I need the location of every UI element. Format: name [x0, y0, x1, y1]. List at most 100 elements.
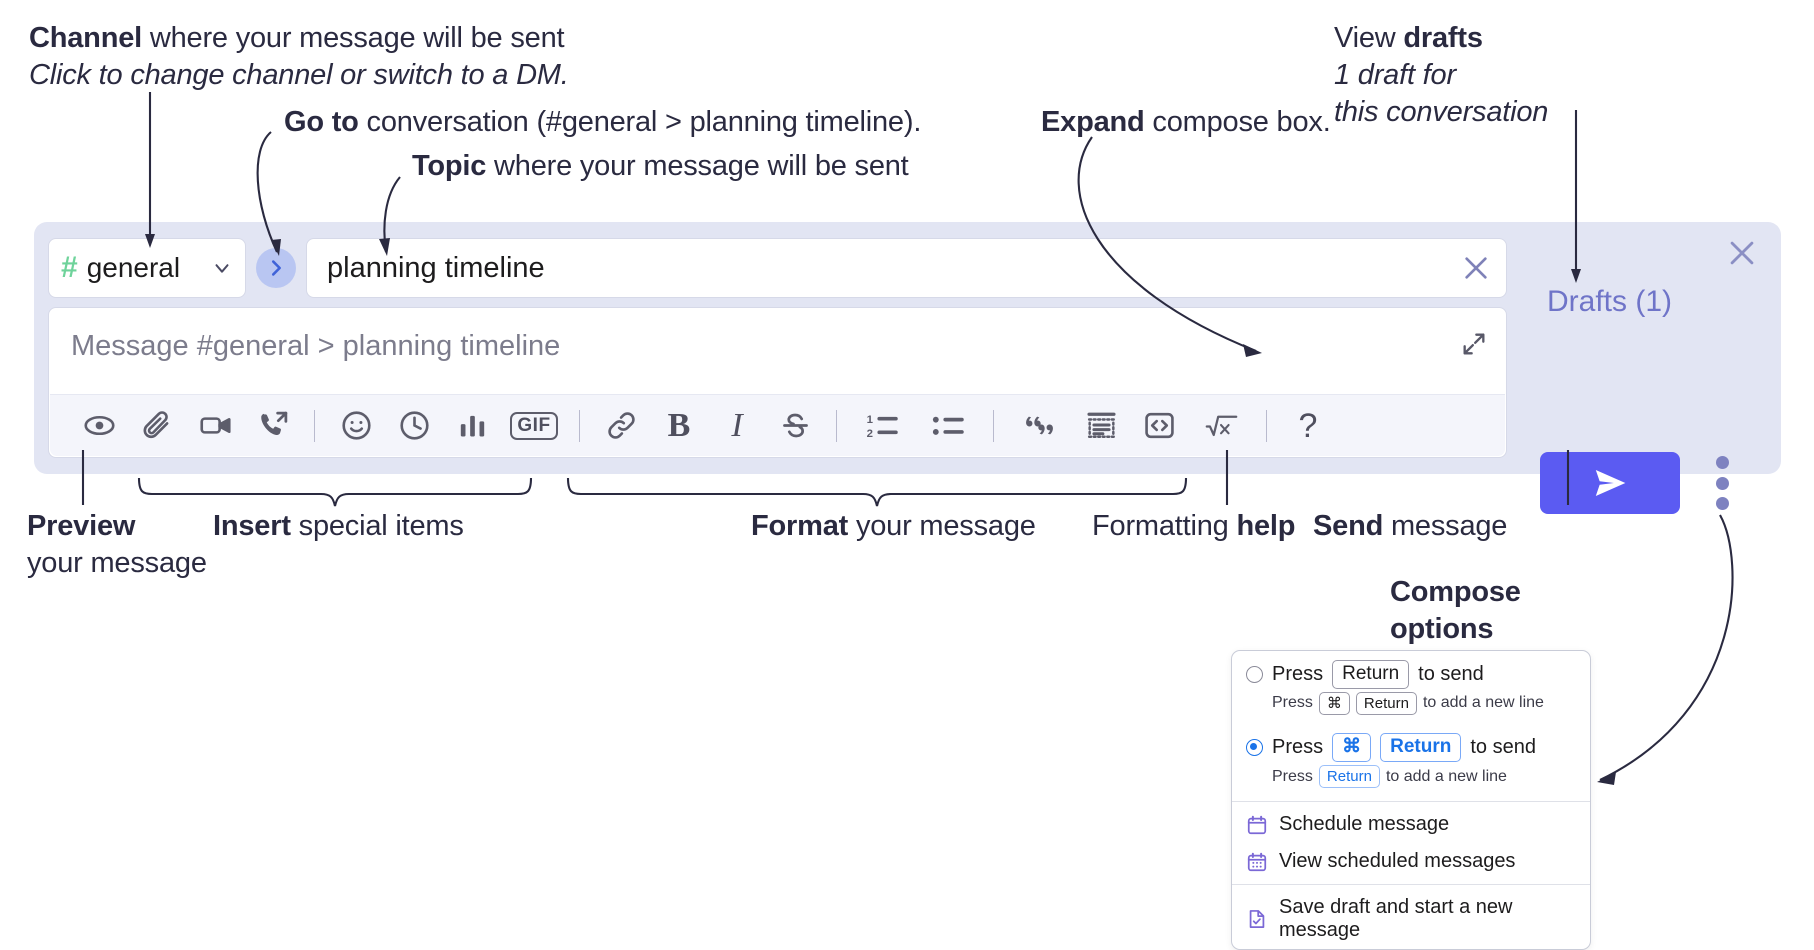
math-sqrt-icon[interactable] — [1188, 403, 1254, 449]
chevron-down-icon — [211, 257, 233, 279]
brace-insert — [137, 477, 533, 507]
bar-chart-icon[interactable] — [443, 403, 501, 449]
blockquote-icon[interactable] — [1006, 403, 1072, 449]
annotation-channel: Channel where your message will be sent … — [29, 20, 649, 94]
goto-conversation-button[interactable] — [256, 248, 296, 288]
key-command: ⌘ — [1318, 691, 1350, 716]
message-placeholder: Message #general > planning timeline — [71, 330, 561, 362]
expand-icon — [1463, 333, 1485, 355]
bold-label: B — [667, 406, 691, 444]
annotation-insert-bold: Insert — [213, 510, 291, 542]
toolbar-separator — [579, 409, 580, 442]
help-label: ? — [1298, 406, 1318, 445]
topic-value: planning timeline — [327, 251, 545, 284]
topic-input[interactable]: planning timeline — [306, 238, 1507, 298]
send-option-return[interactable]: Press Return to send — [1232, 651, 1590, 690]
annotation-drafts-bold: drafts — [1403, 22, 1483, 54]
bold-icon[interactable]: B — [650, 403, 708, 449]
compose-card: # general planning timeline Message #g — [48, 238, 1507, 458]
panel-close-button[interactable] — [1725, 236, 1759, 270]
compose-header-row: # general planning timeline — [48, 238, 1507, 298]
close-icon — [1730, 241, 1754, 265]
option1-pre: Press — [1272, 662, 1324, 685]
inline-code-icon[interactable] — [1130, 403, 1188, 449]
topic-clear-button[interactable] — [1460, 252, 1492, 284]
compose-options-menu: Press Return to send Press ⌘ Return to a… — [1231, 650, 1591, 950]
svg-text:1: 1 — [866, 414, 873, 426]
italic-icon[interactable]: I — [708, 403, 766, 449]
phone-forward-icon[interactable] — [244, 403, 302, 449]
annotation-goto-bold: Go to — [284, 106, 359, 138]
annotation-drafts-line2: 1 draft for — [1334, 59, 1456, 92]
kebab-dot — [1715, 497, 1729, 510]
menu-item-view-scheduled[interactable]: View scheduled messages — [1232, 843, 1590, 880]
message-input-box[interactable]: Message #general > planning timeline — [48, 307, 1507, 458]
menu-divider — [1232, 884, 1590, 886]
key-return: Return — [1355, 691, 1417, 716]
send-option-return-sub: Press ⌘ Return to add a new line — [1232, 690, 1590, 725]
compose-options-button[interactable] — [1711, 456, 1733, 510]
channel-selector[interactable]: # general — [48, 238, 246, 298]
preview-icon[interactable] — [70, 403, 128, 449]
help-question-icon[interactable]: ? — [1279, 403, 1337, 449]
gif-label: GIF — [510, 411, 558, 440]
send-paper-plane-icon — [1595, 469, 1626, 497]
send-button[interactable] — [1540, 452, 1680, 514]
expand-compose-button[interactable] — [1460, 330, 1488, 358]
toolbar-separator — [993, 409, 994, 442]
attachment-paperclip-icon[interactable] — [128, 403, 186, 449]
key-return: Return — [1318, 764, 1380, 789]
option2-sub-post: to add a new line — [1385, 767, 1507, 785]
kebab-dot — [1715, 456, 1729, 469]
menu-item-label: Schedule message — [1279, 813, 1450, 836]
brace-format — [566, 477, 1188, 507]
annotation-insert: Insert special items — [213, 508, 573, 545]
channel-name-label: general — [86, 252, 181, 283]
annotation-channel-bold: Channel — [29, 22, 142, 54]
annotation-drafts-line3: this conversation — [1334, 96, 1549, 129]
annotation-drafts-pre: View — [1334, 22, 1404, 54]
calendar-schedule-icon — [1246, 814, 1268, 836]
radio-selected[interactable] — [1246, 739, 1263, 757]
kebab-dot — [1715, 476, 1729, 490]
key-command: ⌘ — [1332, 733, 1372, 762]
close-icon — [1465, 257, 1487, 279]
code-block-icon[interactable] — [1072, 403, 1130, 449]
gif-icon[interactable]: GIF — [501, 403, 567, 449]
clock-icon[interactable] — [385, 403, 443, 449]
drafts-link[interactable]: Drafts (1) — [1547, 285, 1673, 318]
annotation-topic-rest: where your message will be sent — [486, 150, 909, 182]
bulleted-list-icon[interactable] — [915, 403, 981, 449]
annotation-expand-bold: Expand — [1041, 106, 1145, 138]
radio-unselected[interactable] — [1246, 665, 1263, 683]
hash-icon: # — [61, 251, 78, 284]
annotation-format-bold: Format — [751, 510, 849, 542]
annotation-help-pre: Formatting — [1092, 510, 1237, 542]
annotation-channel-italic: Click to change channel or switch to a D… — [29, 59, 569, 92]
annotation-topic-bold: Topic — [412, 150, 487, 182]
emoji-smiley-icon[interactable] — [327, 403, 385, 449]
annotation-format-rest: your message — [848, 510, 1036, 542]
annotation-preview-line2: your message — [27, 547, 207, 580]
link-icon[interactable] — [592, 403, 650, 449]
key-return: Return — [1332, 660, 1410, 689]
annotation-drafts: View drafts 1 draft for this conversatio… — [1334, 20, 1804, 131]
key-return: Return — [1380, 733, 1462, 762]
menu-item-save-draft[interactable]: Save draft and start a new message — [1232, 889, 1590, 949]
calendar-grid-icon — [1246, 851, 1268, 873]
menu-item-schedule-message[interactable]: Schedule message — [1232, 806, 1590, 843]
annotation-help: Formatting help — [1092, 508, 1422, 545]
option2-sub-pre: Press — [1272, 767, 1313, 785]
option1-post: to send — [1418, 662, 1484, 685]
strikethrough-icon[interactable] — [766, 403, 824, 449]
annotation-goto: Go to conversation (#general > planning … — [284, 104, 984, 141]
annotation-send-rest: message — [1383, 510, 1508, 542]
save-draft-icon — [1246, 908, 1268, 930]
italic-label: I — [731, 406, 743, 444]
send-option-cmd-return[interactable]: Press ⌘ Return to send — [1232, 724, 1590, 763]
video-camera-icon[interactable] — [186, 403, 244, 449]
annotation-goto-rest: conversation (#general > planning timeli… — [358, 106, 922, 138]
send-option-cmd-return-sub: Press Return to add a new line — [1232, 763, 1590, 798]
compose-panel: # general planning timeline Message #g — [34, 222, 1781, 474]
